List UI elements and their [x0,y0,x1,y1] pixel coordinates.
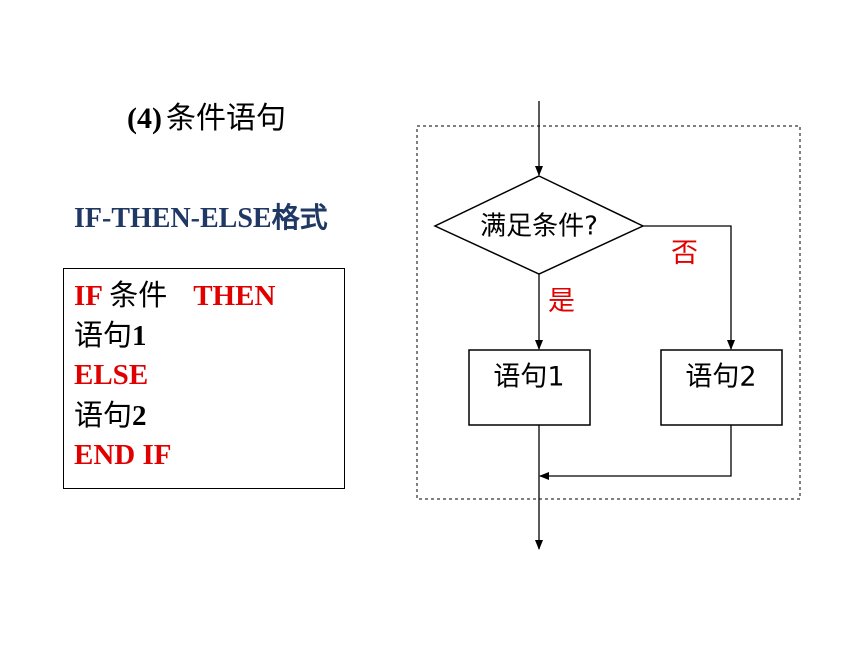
code-line-if: IF 条件 THEN [74,275,334,315]
stmt1-number: 1 [132,320,147,352]
stmt1-box [468,349,591,426]
code-line-stmt1: 语句1 [74,315,334,355]
format-heading: IF-THEN-ELSE格式 [74,203,328,234]
code-line-stmt2: 语句2 [74,395,334,435]
section-title-text: 条件语句 [165,101,286,136]
keyword-end-if: END IF [74,439,172,471]
no-branch-arrow [643,225,735,350]
keyword-else: ELSE [74,359,149,391]
stmt1-label: 语句1 [493,362,564,393]
merge-arrow [539,425,732,480]
yes-label: 是 [548,286,575,317]
stmt2-number: 2 [132,400,147,432]
stmt2-label: 语句2 [685,362,756,393]
section-title: (4)条件语句 [127,93,286,137]
no-label: 否 [671,238,698,269]
stmt2-box [660,349,783,426]
section-number: (4) [127,102,162,135]
condition-text: 条件 [109,278,168,312]
code-line-endif: END IF [74,435,334,475]
keyword-then: THEN [193,280,276,312]
code-line-else: ELSE [74,355,334,395]
keyword-if: IF [74,280,102,312]
stmt2-word: 语句 [74,398,133,432]
stmt1-word: 语句 [74,318,133,352]
flowchart-frame [416,125,801,500]
decision-label: 满足条件? [480,212,598,242]
